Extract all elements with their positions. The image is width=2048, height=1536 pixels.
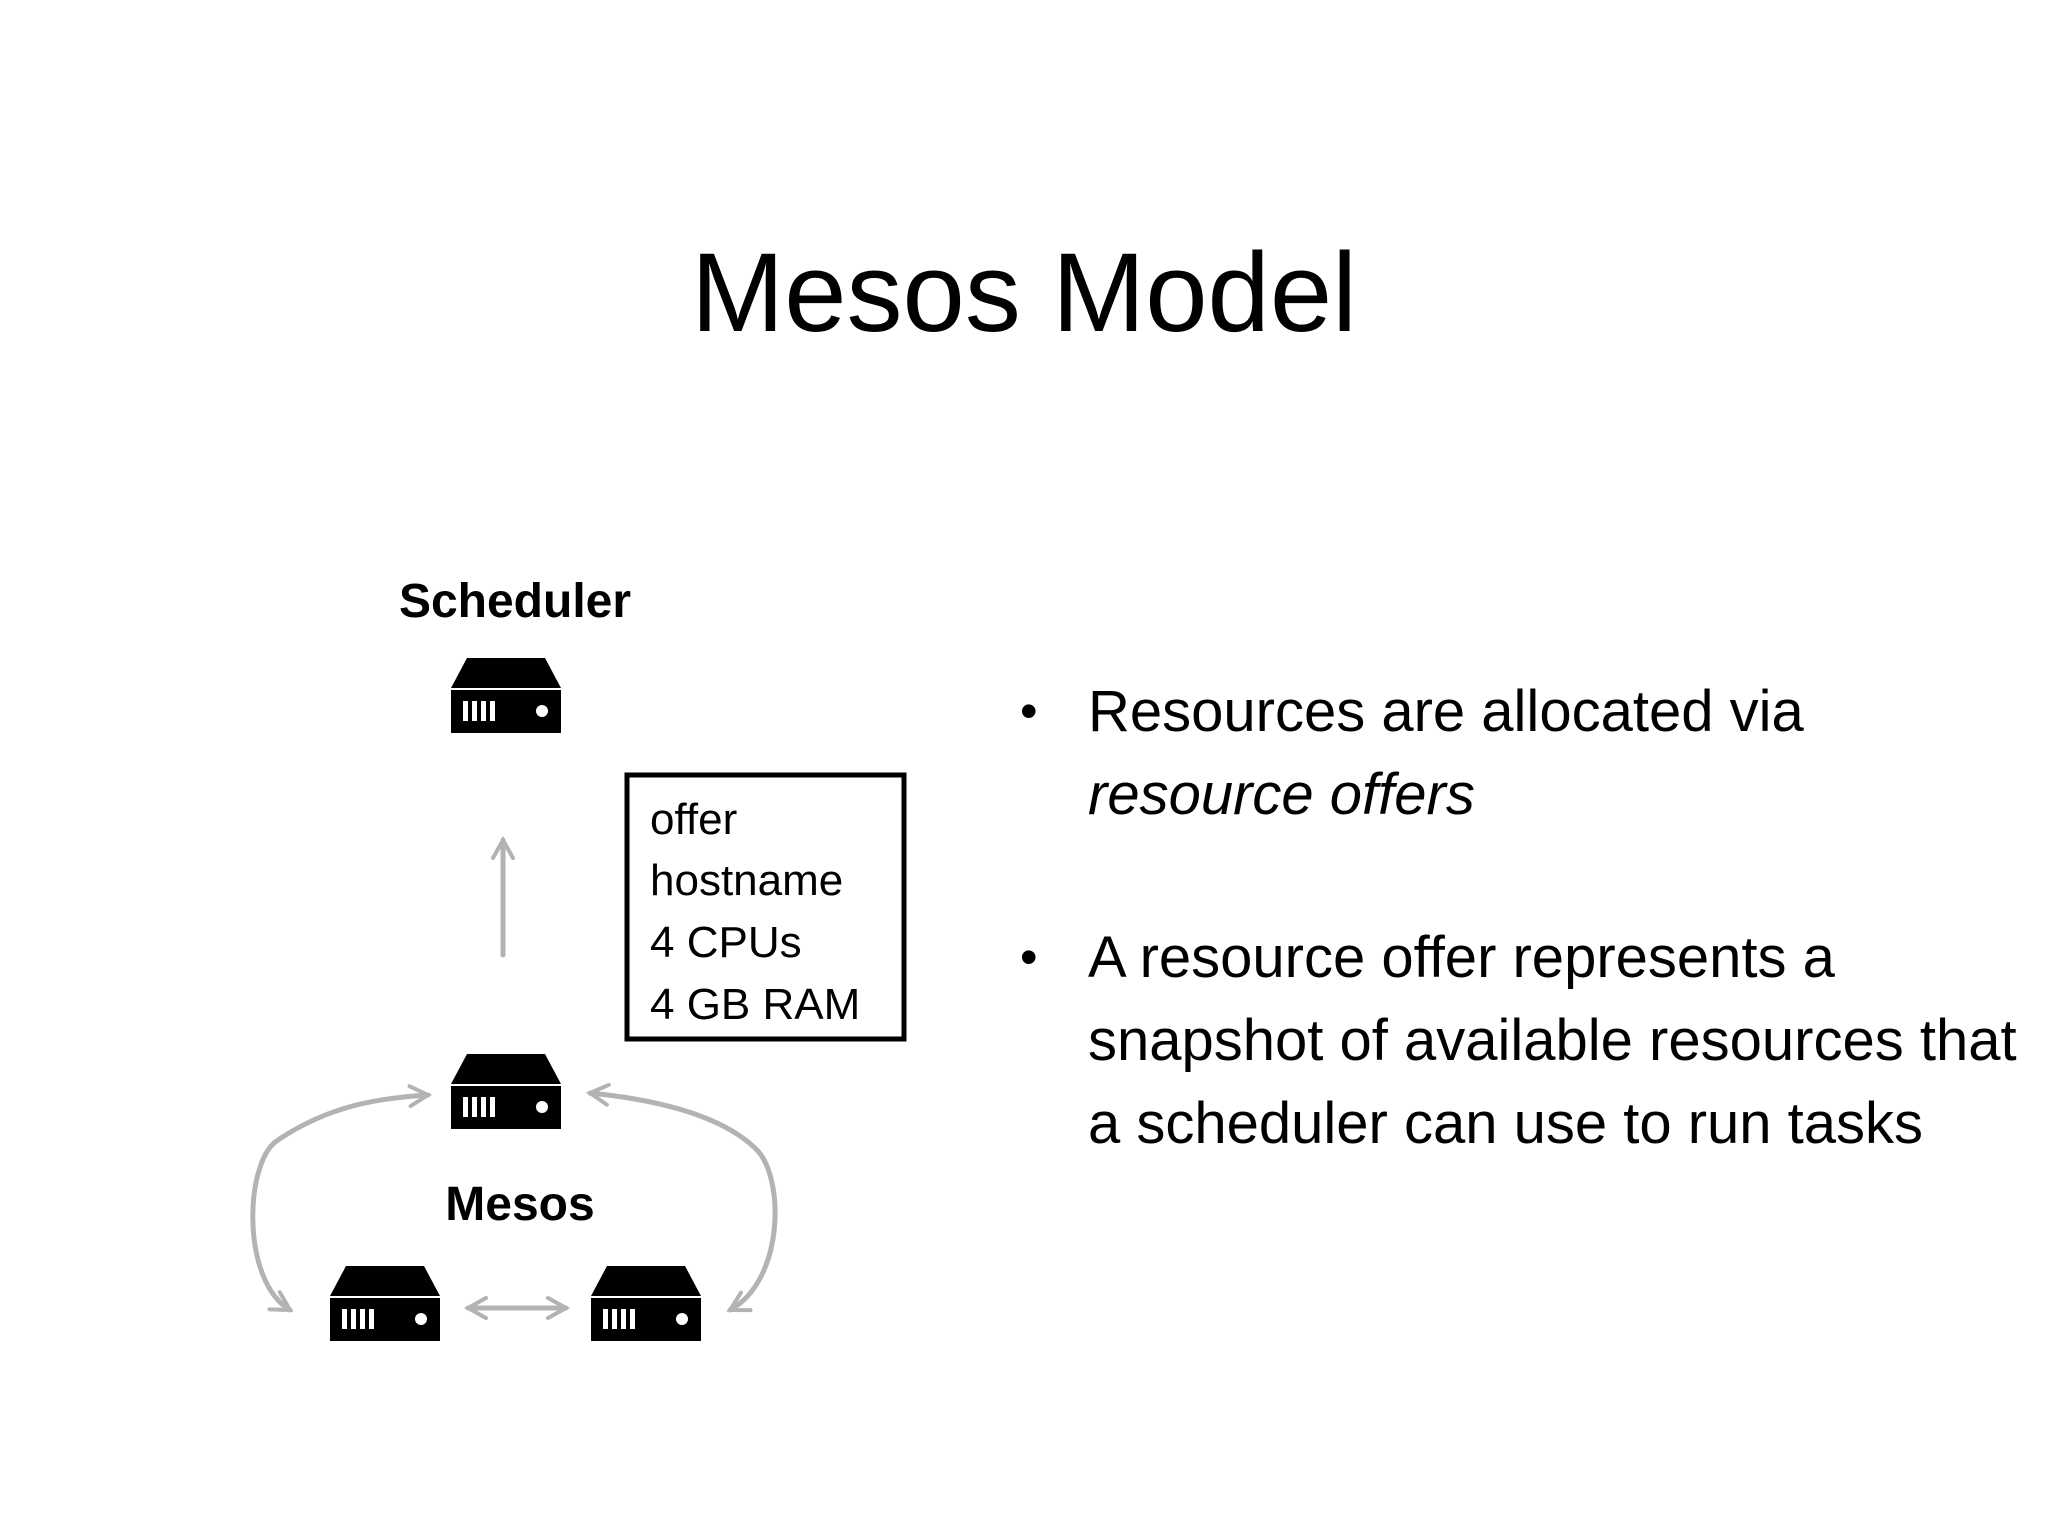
bullet-marker: • <box>1020 929 1038 985</box>
left-agent-curve-arrow <box>250 1095 428 1313</box>
offer-box-line: 4 CPUs <box>650 918 802 967</box>
offer-box-line: 4 GB RAM <box>650 980 860 1029</box>
right-agent-curve-arrow <box>590 1093 778 1313</box>
bullet-emphasis: resource offers <box>1088 762 1475 827</box>
scheduler-label: Scheduler <box>399 575 631 628</box>
offer-box-line: hostname <box>650 856 843 905</box>
agent-server-right-icon <box>591 1266 701 1341</box>
mesos-master-server-icon <box>451 1054 561 1129</box>
offer-box: offer hostname 4 CPUs 4 GB RAM <box>624 772 907 1042</box>
offer-box-line: offer <box>650 795 737 844</box>
slide-title: Mesos Model <box>690 230 1358 355</box>
mesos-label: Mesos <box>445 1178 594 1231</box>
bullet-marker: • <box>1020 683 1038 739</box>
bullet-text: Resources are allocated via <box>1088 679 1804 744</box>
bullet-item: • A resource offer represents a snapshot… <box>1020 916 2020 1165</box>
scheduler-server-icon <box>451 658 561 733</box>
agent-server-left-icon <box>330 1266 440 1341</box>
bullet-item: • Resources are allocated via resource o… <box>1020 670 2020 836</box>
bullet-list: • Resources are allocated via resource o… <box>1020 670 2020 1245</box>
bullet-text: A resource offer represents a snapshot o… <box>1088 925 2017 1156</box>
